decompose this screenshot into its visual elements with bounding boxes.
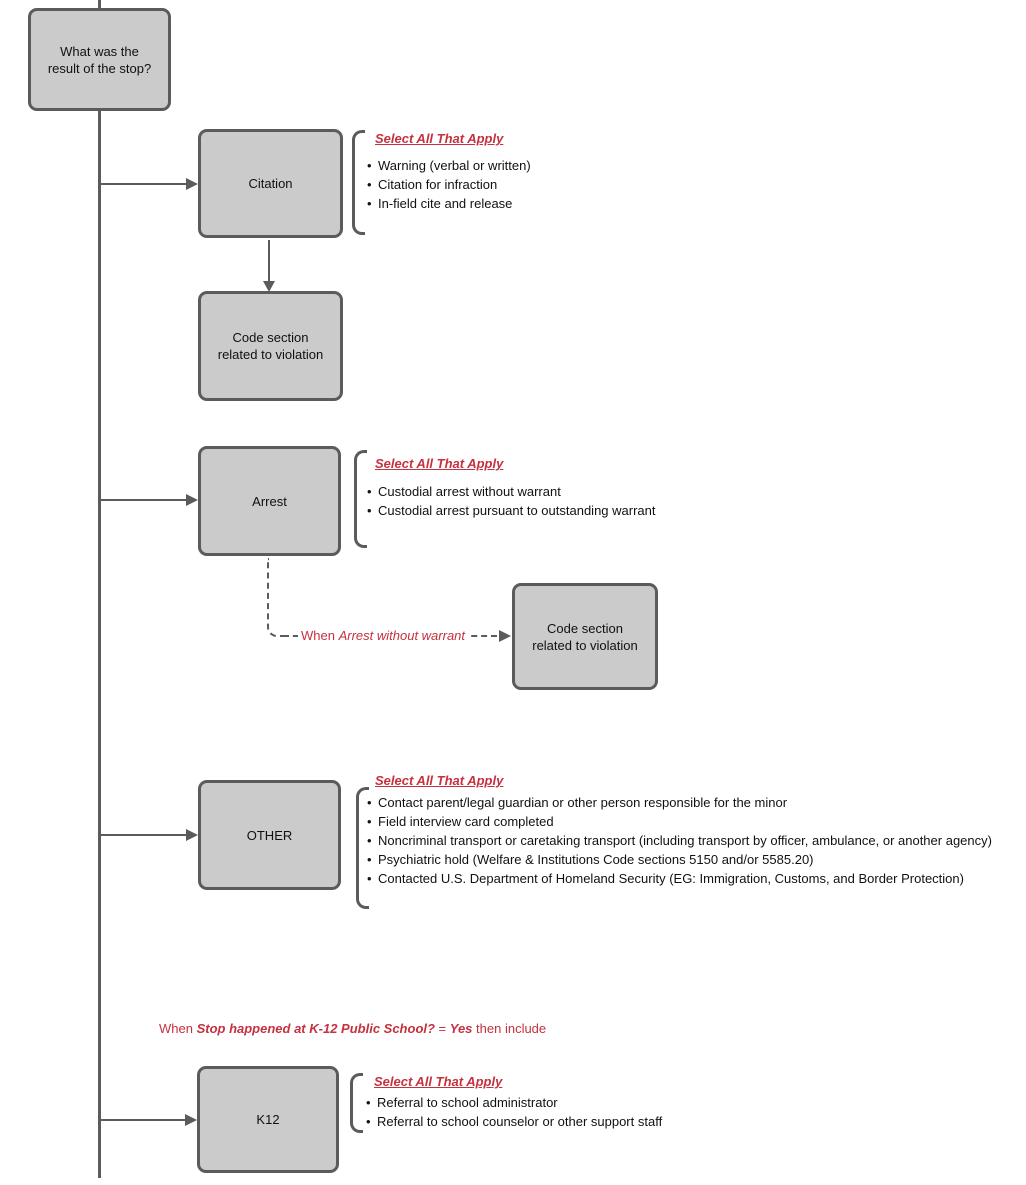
connector-main-trunk — [98, 110, 101, 1178]
other-options-list: Select All That Apply Contact parent/leg… — [367, 771, 1017, 888]
k12-condition-note: When Stop happened at K-12 Public School… — [159, 1021, 546, 1036]
bracket-citation — [352, 130, 365, 235]
citation-options-list: Select All That Apply Warning (verbal or… — [367, 129, 667, 213]
other-list-item: Noncriminal transport or caretaking tran… — [367, 831, 1017, 850]
arrest-condition-note: When Arrest without warrant — [298, 628, 469, 643]
other-list-item: Contact parent/legal guardian or other p… — [367, 793, 1017, 812]
node-root-question-label: What was the result of the stop? — [47, 43, 152, 76]
node-citation-label: Citation — [248, 176, 293, 191]
bracket-other — [356, 787, 369, 909]
k12-condition-suffix: then include — [472, 1021, 547, 1036]
citation-list-item: In-field cite and release — [367, 194, 667, 213]
citation-list-item: Citation for infraction — [367, 175, 667, 194]
k12-list-item: Referral to school administrator — [366, 1093, 711, 1112]
node-arrest-label: Arrest — [252, 493, 287, 509]
k12-list-item: Referral to school counselor or other su… — [366, 1112, 711, 1131]
branch-other-arrowhead-icon — [186, 829, 198, 841]
k12-condition-yes: Yes — [449, 1021, 473, 1036]
citation-list-item: Warning (verbal or written) — [367, 156, 667, 175]
other-list-title: Select All That Apply — [375, 773, 504, 788]
k12-condition-equals: = — [434, 1021, 450, 1036]
bracket-k12 — [350, 1073, 363, 1133]
arrest-condition-prefix: When — [301, 628, 339, 643]
arrest-condition-emphasis: Arrest without warrant — [338, 628, 466, 643]
citation-code-arrowhead-icon — [263, 281, 275, 292]
connector-branch-other — [100, 834, 188, 836]
other-list-item: Contacted U.S. Department of Homeland Se… — [367, 869, 1017, 888]
arrest-list-item: Custodial arrest without warrant — [367, 482, 712, 501]
arrest-list-title: Select All That Apply — [375, 456, 504, 471]
node-root-question: What was the result of the stop? — [28, 8, 171, 111]
node-code-section-arrest: Code section related to violation — [512, 583, 658, 690]
node-arrest: Arrest — [198, 446, 341, 556]
node-code-section-citation: Code section related to violation — [198, 291, 343, 401]
other-list-item: Psychiatric hold (Welfare & Institutions… — [367, 850, 1017, 869]
branch-arrest-arrowhead-icon — [186, 494, 198, 506]
node-k12-label: K12 — [256, 1112, 280, 1127]
k12-condition-prefix: When — [159, 1021, 197, 1036]
node-other: OTHER — [198, 780, 341, 890]
node-code-section-arrest-label: Code section related to violation — [532, 620, 638, 653]
arrest-code-arrowhead-icon — [499, 630, 511, 642]
arrest-options-list: Select All That Apply Custodial arrest w… — [367, 454, 712, 520]
connector-citation-to-code — [268, 240, 270, 282]
connector-arrest-dashed-elbow — [267, 558, 284, 637]
node-code-section-citation-label: Code section related to violation — [217, 330, 324, 362]
citation-list-title: Select All That Apply — [375, 131, 504, 146]
k12-options-list: Select All That Apply Referral to school… — [366, 1072, 711, 1131]
k12-condition-question: Stop happened at K-12 Public School? — [196, 1021, 435, 1036]
connector-trunk-above-root — [98, 0, 101, 9]
connector-branch-k12 — [100, 1119, 188, 1121]
connector-branch-citation — [100, 183, 188, 185]
arrest-list-item: Custodial arrest pursuant to outstanding… — [367, 501, 712, 520]
other-list-item: Field interview card completed — [367, 812, 1017, 831]
branch-k12-arrowhead-icon — [185, 1114, 197, 1126]
bracket-arrest — [354, 450, 367, 548]
node-k12: K12 — [197, 1066, 339, 1173]
branch-citation-arrowhead-icon — [186, 178, 198, 190]
node-other-label: OTHER — [246, 827, 293, 843]
node-citation: Citation — [198, 129, 343, 238]
k12-list-title: Select All That Apply — [374, 1074, 503, 1089]
connector-branch-arrest — [100, 499, 188, 501]
